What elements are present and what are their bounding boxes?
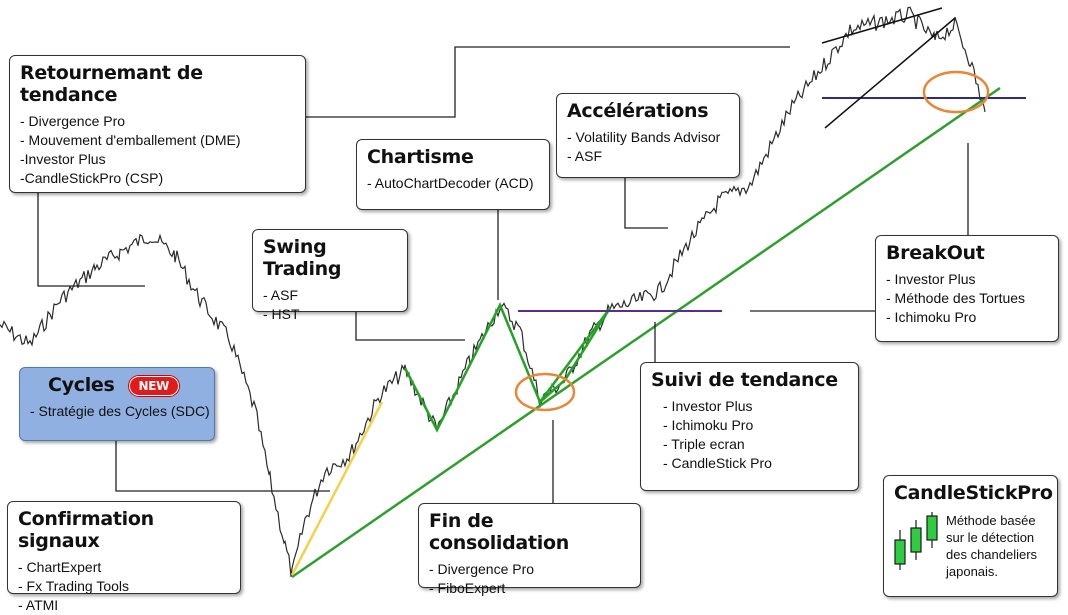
- market-diagram: [0, 6, 1026, 579]
- list-item: - Divergence Pro: [429, 561, 535, 577]
- consolidation-list: - Divergence Pro - FiboExpert: [429, 560, 630, 598]
- consolidation-title: Fin de consolidation: [429, 510, 569, 554]
- list-item: - AutoChartDecoder (ACD): [367, 175, 534, 191]
- accelerations-list: - Volatility Bands Advisor - ASF: [567, 128, 729, 166]
- list-item: - Investor Plus: [886, 271, 976, 287]
- chartism-title: Chartisme: [367, 146, 474, 168]
- list-item: - ATMI: [18, 597, 59, 613]
- list-item: -Investor Plus: [20, 151, 106, 167]
- list-item: - Triple ecran: [663, 436, 745, 452]
- list-item: - Investor Plus: [663, 398, 753, 414]
- csp-desc-line: des chandeliers: [946, 547, 1038, 562]
- swing-list: - ASF - HST: [263, 286, 397, 324]
- wedge-lower: [824, 17, 956, 129]
- csp-desc-line: japonais.: [946, 564, 999, 579]
- consolidation-circle: [514, 372, 576, 412]
- candlestick-icon: [894, 512, 938, 570]
- list-item: - CandleStick Pro: [663, 455, 772, 471]
- breakout-list: - Investor Plus - Méthode des Tortues - Ic…: [886, 270, 1048, 327]
- breakout-box: BreakOut - Investor Plus - Méthode des To…: [875, 235, 1059, 342]
- swing-title: Swing Trading: [263, 236, 342, 280]
- trend-following-box: Suivi de tendance - Investor Plus - Ichim…: [640, 362, 859, 491]
- list-item: - Divergence Pro: [20, 113, 126, 129]
- swing-zigzag-1: [403, 301, 612, 433]
- list-item: - Fx Trading Tools: [18, 578, 130, 594]
- list-item: -CandleStickPro (CSP): [20, 170, 164, 186]
- list-item: - Méthode des Tortues: [886, 290, 1026, 306]
- list-item: - FiboExpert: [429, 580, 506, 596]
- cycles-box: Cycles NEW - Stratégie des Cycles (SDC): [19, 367, 215, 441]
- cycles-title: Cycles NEW: [30, 374, 204, 396]
- list-item: - Ichimoku Pro: [886, 309, 977, 325]
- cycles-list: - Stratégie des Cycles (SDC): [30, 402, 210, 421]
- list-item: - Volatility Bands Advisor: [567, 129, 721, 145]
- swing-box: Swing Trading - ASF - HST: [252, 229, 408, 322]
- impulse-line: [290, 401, 384, 576]
- trend-line: [291, 86, 1001, 579]
- list-item: - Mouvement d'emballement (DME): [20, 132, 241, 148]
- csp-desc-line: sur le détection: [946, 530, 1035, 545]
- trend-following-title: Suivi de tendance: [651, 369, 838, 391]
- reversal-title: Retournemant de tendance: [20, 62, 203, 106]
- reversal-box: Retournemant de tendance - Divergence Pr…: [9, 55, 306, 193]
- confirmation-box: Confirmation signaux - ChartExpert - Fx T…: [7, 501, 241, 613]
- candlestickpro-title: CandleStickPro: [894, 482, 1053, 504]
- candlestickpro-desc: Méthode basée sur le détection des chand…: [946, 512, 1037, 580]
- list-item: - Stratégie des Cycles (SDC): [30, 403, 210, 419]
- reversal-list: - Divergence Pro - Mouvement d'emballemen…: [20, 112, 295, 188]
- list-item: - ChartExpert: [18, 559, 102, 575]
- wedge-upper: [821, 7, 943, 44]
- list-item: - Ichimoku Pro: [663, 417, 754, 433]
- confirmation-title: Confirmation signaux: [18, 508, 154, 552]
- accelerations-title: Accélérations: [567, 100, 709, 122]
- csp-desc-line: Méthode basée: [946, 513, 1036, 528]
- connectors: [37, 46, 969, 505]
- trend-following-list: - Investor Plus - Ichimoku Pro - Triple ec…: [663, 397, 848, 473]
- list-item: - ASF: [263, 287, 299, 303]
- consolidation-box: Fin de consolidation - Divergence Pro - F…: [418, 503, 641, 596]
- cycles-title-text: Cycles: [48, 374, 115, 396]
- candlestickpro-box: CandleStickPro Méthode basée sur le déte…: [883, 475, 1058, 597]
- breakout-title: BreakOut: [886, 242, 985, 264]
- list-item: - HST: [263, 306, 300, 322]
- list-item: - ASF: [567, 148, 603, 164]
- chartism-box: Chartisme - AutoChartDecoder (ACD): [356, 139, 550, 210]
- new-badge: NEW: [128, 375, 180, 396]
- confirmation-list: - ChartExpert - Fx Trading Tools - ATMI: [18, 558, 230, 615]
- accelerations-box: Accélérations - Volatility Bands Advisor…: [556, 93, 740, 178]
- breakout-circle: [922, 70, 990, 114]
- chartism-list: - AutoChartDecoder (ACD): [367, 174, 539, 193]
